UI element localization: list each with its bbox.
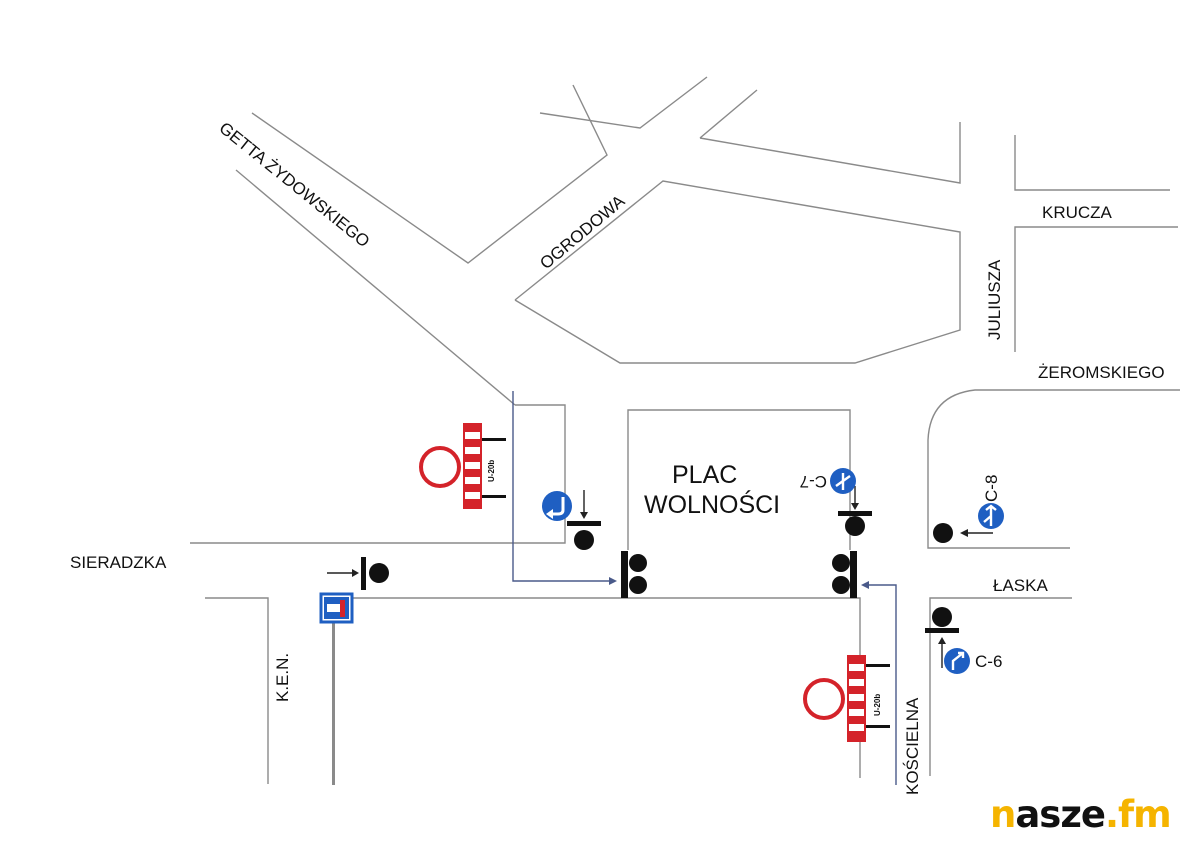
road-getta-right-edge — [251, 84, 608, 264]
road-sieradzka-lower — [333, 597, 861, 784]
road-laska-corner — [929, 597, 1072, 776]
barrier-u20b-top: U-20b — [419, 423, 506, 509]
detour-arrow-right — [861, 581, 897, 785]
street-label-zeromskiego: ŻEROMSKIEGO — [1038, 363, 1165, 382]
road-ken-left — [205, 597, 269, 784]
sign-dead-end — [319, 592, 354, 785]
street-label-juliusza: JULIUSZA — [985, 259, 1004, 340]
barrier-u20b-bottom: U-20b — [803, 655, 890, 742]
road-getta-down — [190, 404, 566, 544]
traffic-signal-zeromskiego — [933, 523, 993, 543]
road-zeromskiego-corner — [927, 389, 1180, 549]
sign-c8: C-8 — [978, 475, 1004, 529]
no-vehicles-sign-bottom — [803, 678, 845, 720]
street-label-ogrodowa: OGRODOWA — [536, 191, 629, 273]
c6-label: C-6 — [975, 652, 1002, 671]
sign-turn-left-blue — [542, 491, 572, 521]
turn-arrow-icon — [551, 497, 565, 516]
square-name-line1: PLAC — [672, 461, 737, 489]
logo-part-fm: .fm — [1104, 793, 1172, 836]
road-ogrodowa-top — [539, 76, 708, 129]
road-ogrodowa-right — [699, 89, 758, 139]
c6-sign-icon — [944, 648, 970, 674]
nasze-fm-logo: nasze.fm — [990, 793, 1190, 837]
no-vehicles-sign-top — [419, 446, 461, 488]
road-block-quad — [514, 180, 961, 364]
road-getta-left-edge — [235, 169, 516, 406]
c8-label: C-8 — [982, 475, 1001, 502]
traffic-signal-c7 — [838, 486, 872, 536]
road-krucza-bottom — [1014, 226, 1178, 352]
road-krucza-top — [1014, 135, 1170, 191]
road-ogrodowa-bend — [699, 122, 961, 184]
barrier-code-bottom: U-20b — [873, 694, 882, 716]
street-label-sieradzka: SIERADZKA — [70, 553, 167, 572]
traffic-signal-laska — [925, 607, 959, 668]
square-name-line2: WOLNOŚCI — [644, 489, 780, 519]
street-label-koscielna: KOŚCIELNA — [903, 697, 922, 795]
sign-c6: C-6 — [944, 648, 1002, 674]
sign-c7: C-7 — [800, 468, 856, 494]
detour-arrow-left — [512, 391, 617, 585]
traffic-signal-sieradzka — [327, 557, 389, 590]
street-label-getta: GETTA ŻYDOWSKIEGO — [215, 118, 373, 251]
logo-part-asze: asze — [1015, 793, 1106, 836]
street-label-krucza: KRUCZA — [1042, 203, 1113, 222]
street-label-laska: ŁASKA — [993, 576, 1048, 595]
traffic-signal-plac-left — [621, 551, 647, 598]
traffic-signal-getta — [567, 490, 601, 550]
logo-part-n: n — [990, 793, 1016, 836]
street-label-ken: K.E.N. — [273, 653, 292, 702]
c7-label: C-7 — [800, 472, 827, 491]
barrier-code-top: U-20b — [487, 460, 496, 482]
traffic-signal-plac-right — [832, 551, 857, 598]
road-network — [190, 76, 1180, 784]
